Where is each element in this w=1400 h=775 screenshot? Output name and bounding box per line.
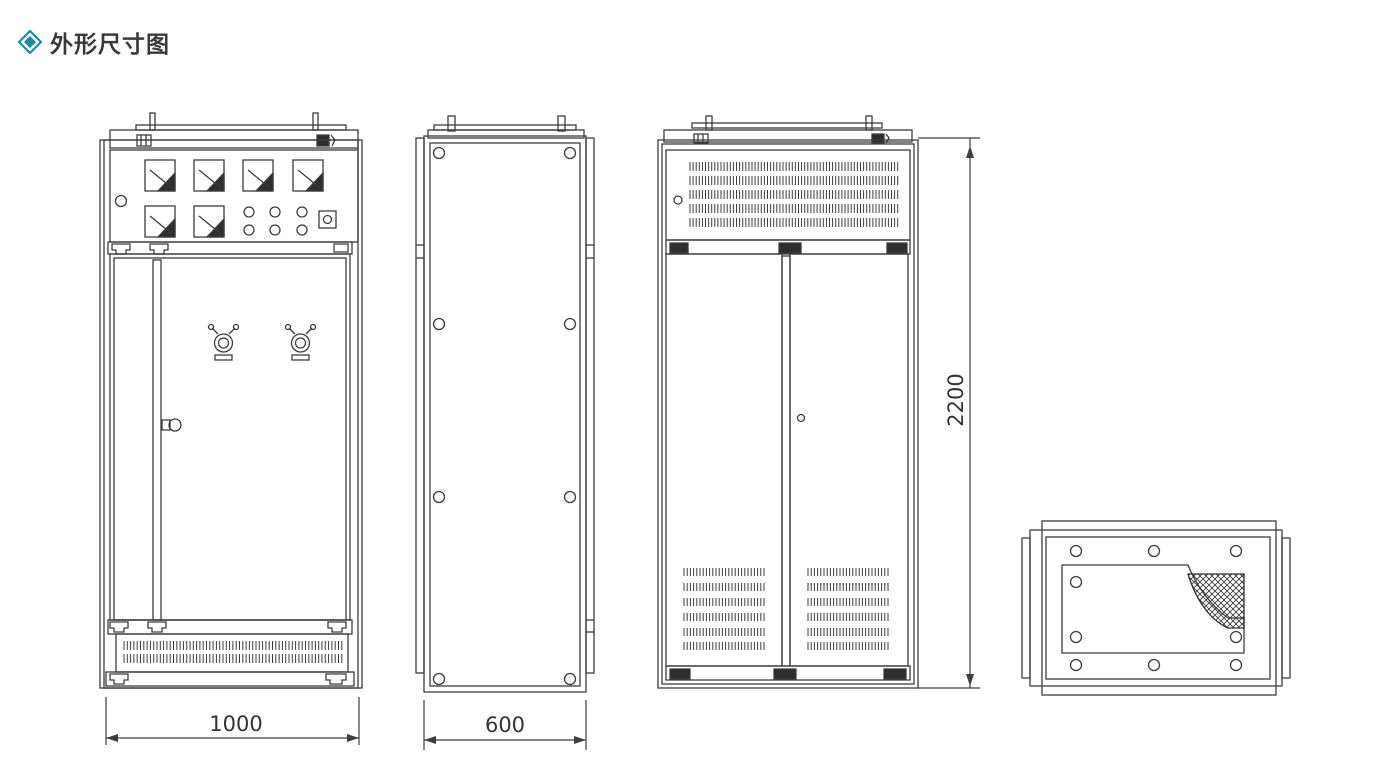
panel-hole bbox=[114, 194, 128, 208]
section-header: 外形尺寸图 bbox=[18, 26, 170, 58]
front-vent-slots bbox=[123, 641, 343, 663]
height-dimension-label: 2200 bbox=[944, 373, 968, 426]
width-dimension-label: 1000 bbox=[209, 712, 262, 736]
depth-dimension-label: 600 bbox=[485, 713, 525, 737]
front-door-switches bbox=[109, 323, 347, 685]
rotary-switch-2 bbox=[284, 323, 317, 361]
height-dimension bbox=[918, 137, 980, 689]
door-lock-icon bbox=[161, 418, 182, 432]
rotary-switch-1 bbox=[207, 323, 240, 361]
front-view bbox=[99, 112, 363, 689]
push-button bbox=[318, 210, 337, 229]
rear-view bbox=[657, 115, 919, 689]
rear-vent-slots bbox=[683, 162, 899, 650]
meter-6 bbox=[193, 205, 225, 238]
meter-5 bbox=[144, 205, 176, 238]
front-meters bbox=[111, 159, 349, 255]
depth-dimension bbox=[423, 700, 587, 750]
meter-2 bbox=[193, 159, 225, 192]
indicator-lights bbox=[243, 206, 308, 236]
page-title: 外形尺寸图 bbox=[50, 32, 170, 58]
meter-4 bbox=[292, 159, 324, 192]
width-dimension bbox=[105, 697, 360, 745]
diamond-bullet-icon bbox=[18, 30, 42, 54]
meter-3 bbox=[242, 159, 274, 192]
side-view bbox=[415, 115, 595, 693]
plan-view bbox=[1021, 520, 1291, 696]
meter-1 bbox=[144, 159, 176, 192]
